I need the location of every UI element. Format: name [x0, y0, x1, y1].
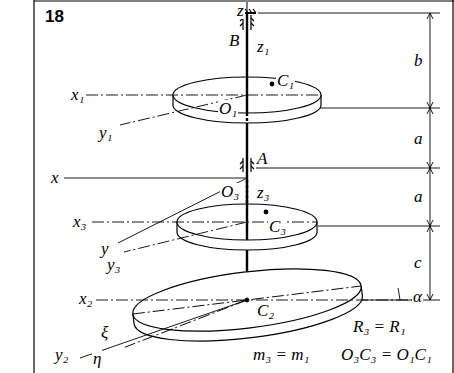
point-label: C₂ [256, 302, 275, 319]
axis-label: x₁ [70, 86, 85, 103]
axis-lines [64, 95, 420, 358]
dimension-label: b [413, 52, 424, 69]
figure-number: 18 [44, 8, 65, 25]
axis-label: x [50, 169, 60, 186]
axis-label: y [100, 240, 110, 257]
point-label: A [256, 150, 268, 167]
point-label: C₃ [268, 218, 287, 235]
upper-disk [173, 77, 321, 123]
tilted-disk [118, 258, 366, 353]
point-label: O₃ [220, 183, 240, 200]
dimension-label: c [413, 254, 423, 271]
axis-label: η [92, 350, 102, 367]
axis-label: z₁ [256, 38, 271, 55]
axis-label: z [236, 2, 245, 19]
axis-label: z₃ [256, 184, 271, 201]
parameter-note: R₃ = R₁ [352, 318, 407, 335]
dimension-lines [256, 13, 440, 300]
axis-label: x₃ [72, 213, 87, 230]
dimension-label: a [413, 130, 424, 147]
axis-label: x₂ [78, 290, 93, 307]
axis-label: y₂ [54, 346, 69, 363]
dimension-label: a [413, 188, 424, 205]
axis-label: y₃ [106, 256, 121, 273]
point-label: O₁ [218, 100, 238, 117]
middle-disk [177, 180, 317, 250]
parameter-note: m₃ = m₁ [252, 346, 310, 363]
axis-label: y₁ [98, 124, 113, 141]
angle-label: α [412, 288, 423, 305]
point-label: B [228, 32, 240, 49]
parameter-note: O₃C₃ = O₁C₁ [340, 346, 433, 363]
axis-label: ξ [100, 324, 109, 341]
point-label: C₁ [276, 72, 295, 89]
frame [34, 0, 454, 373]
shaft [246, 2, 247, 300]
